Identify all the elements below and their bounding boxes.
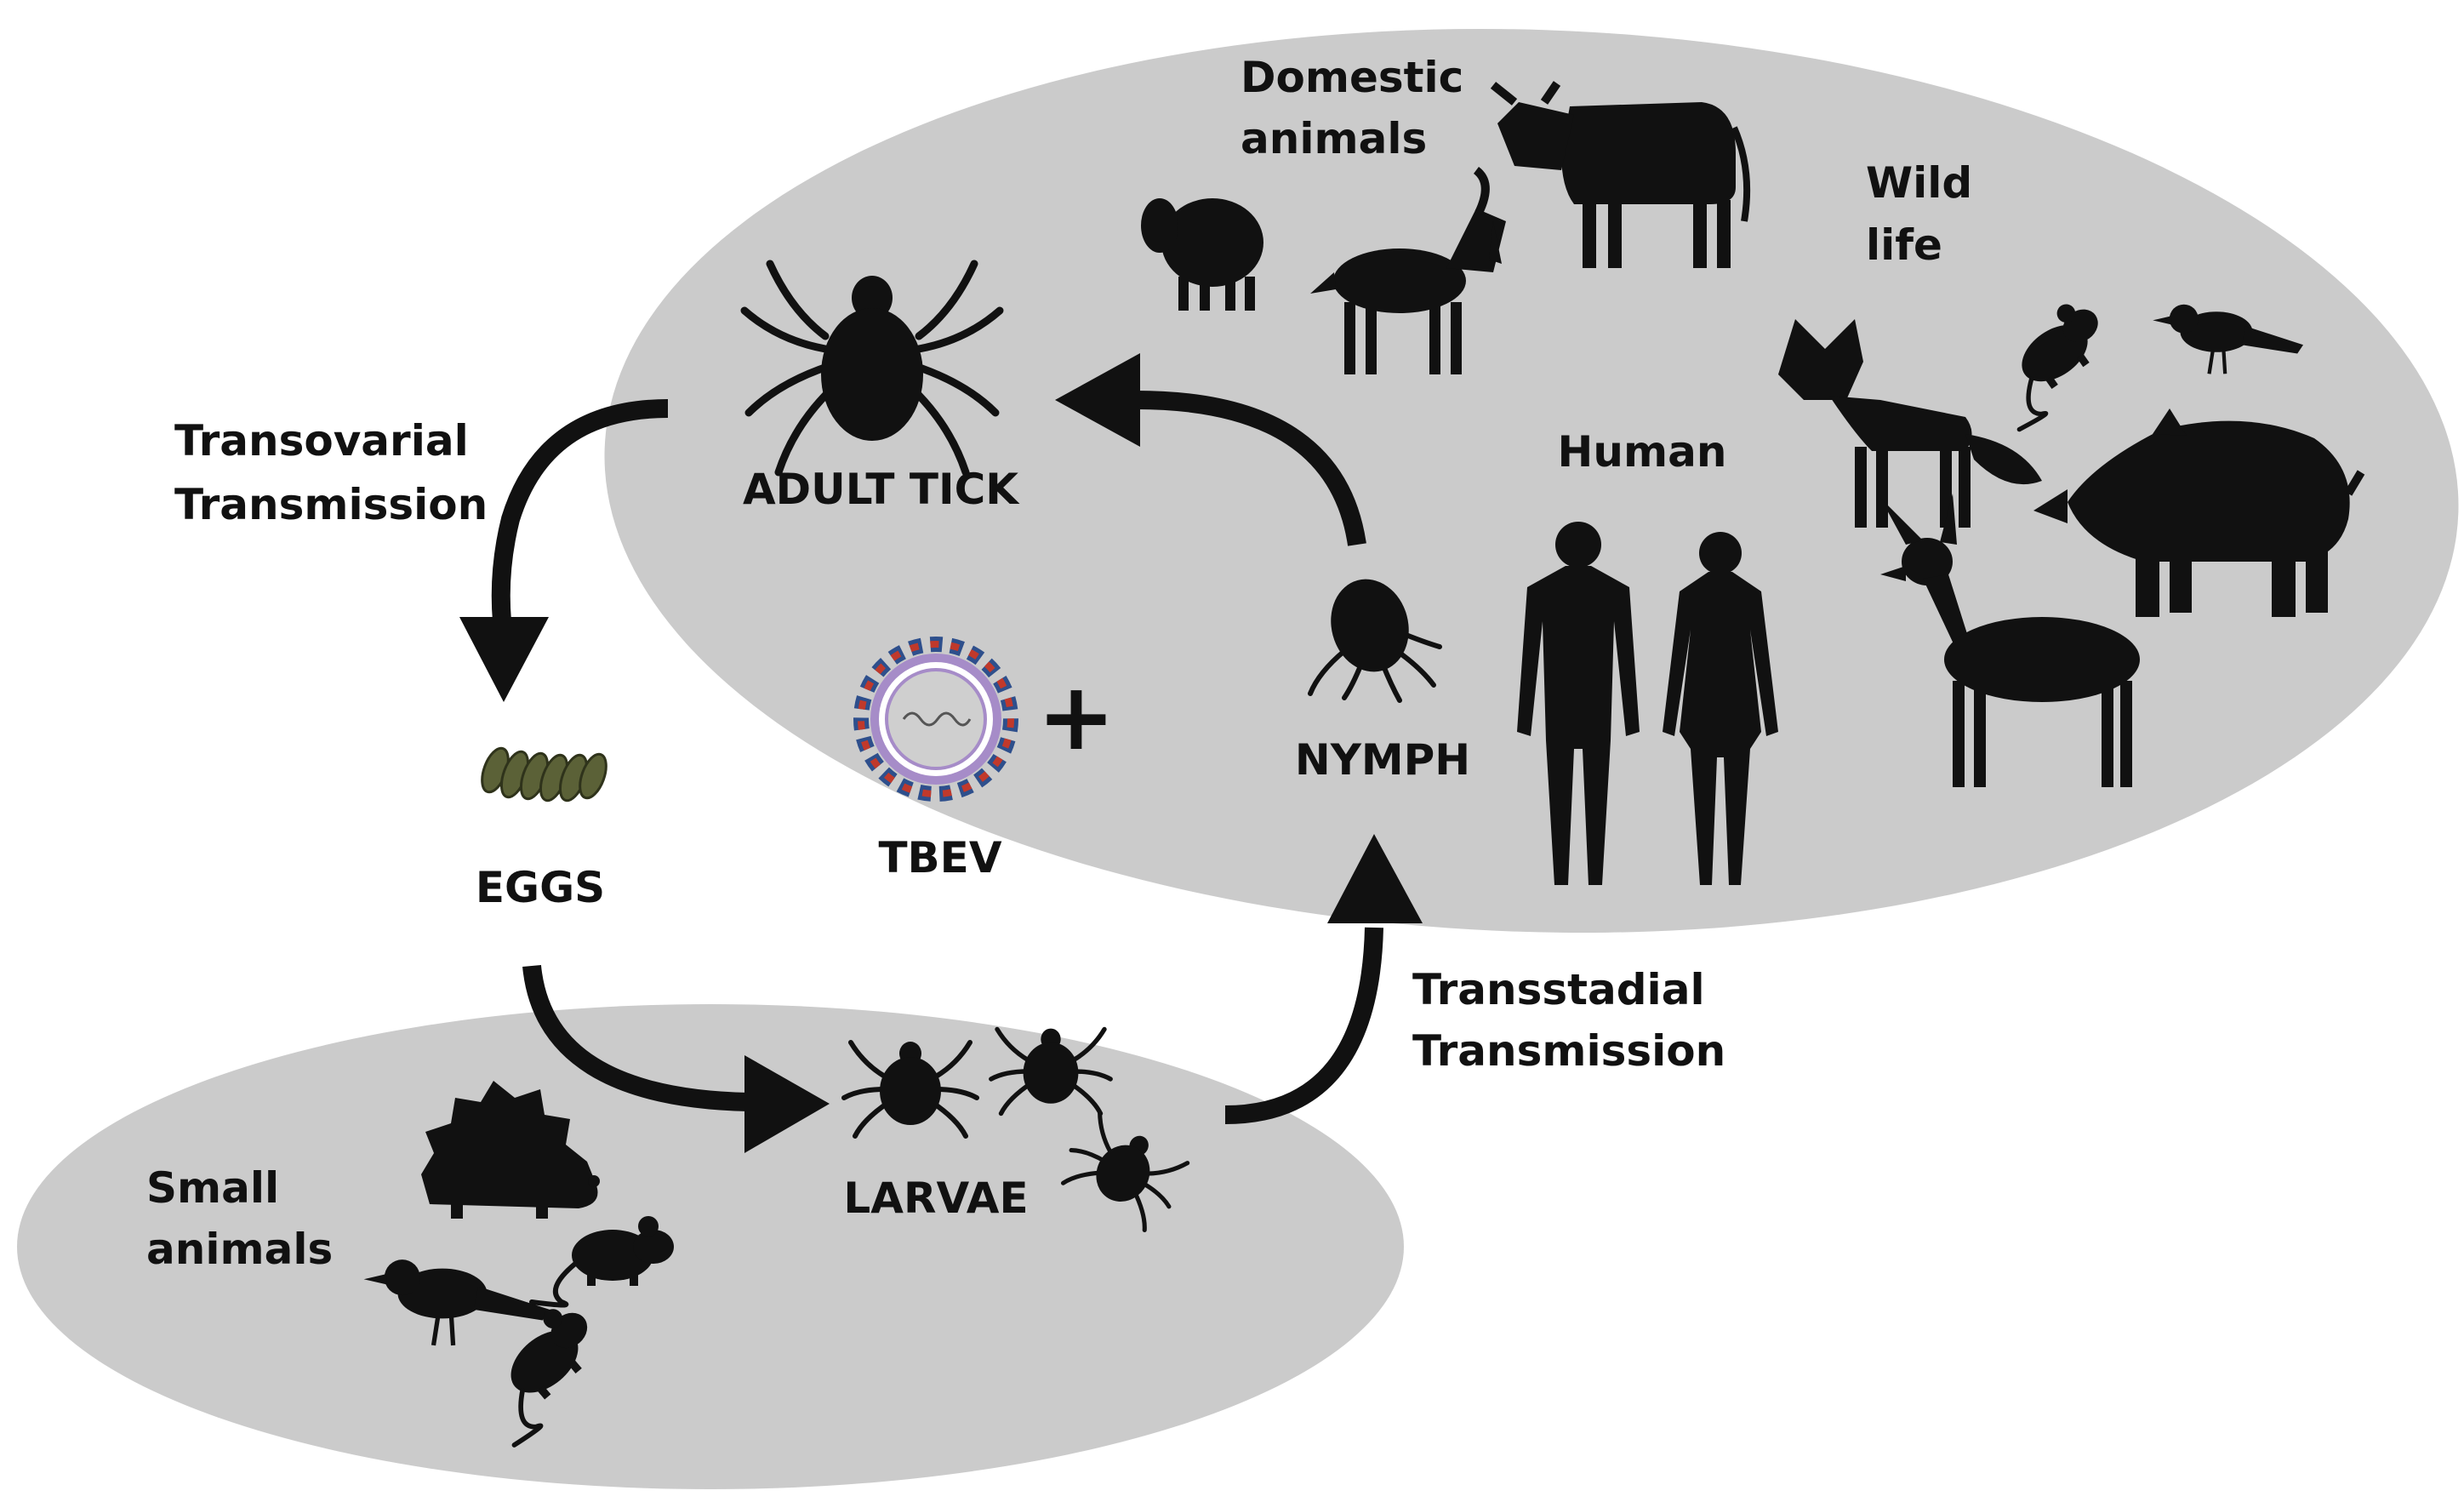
label-wild-line1: Wild xyxy=(1866,158,1972,208)
label-tbev: TBEV xyxy=(878,833,1001,882)
arrow-adult-to-eggs xyxy=(459,399,669,702)
plus-sign: + xyxy=(1037,662,1115,771)
hedgehog-icon xyxy=(421,1081,600,1219)
human-male-icon xyxy=(1517,522,1640,885)
label-transstadial-line2: Transmission xyxy=(1412,1026,1725,1076)
fox-icon xyxy=(1778,319,2042,528)
label-transovarial-line2: Transmission xyxy=(174,480,488,529)
goat-icon xyxy=(1310,167,1506,374)
label-transovarial: Transovarial Transmission xyxy=(174,416,488,529)
eggs-icon xyxy=(481,746,607,802)
tbev-virus-icon xyxy=(853,637,1018,802)
human-female-icon xyxy=(1663,532,1778,885)
sheep-icon xyxy=(1141,198,1263,311)
label-adult-tick: ADULT TICK xyxy=(743,465,1020,514)
label-transstadial-line1: Transstadial xyxy=(1412,965,1705,1014)
boar-icon xyxy=(2033,408,2365,617)
label-wild-line2: life xyxy=(1866,220,1942,270)
label-domestic-line1: Domestic xyxy=(1241,53,1463,102)
label-transstadial: Transstadial Transmission xyxy=(1412,965,1725,1076)
nymph-icon xyxy=(1308,579,1442,703)
host-ellipse-large xyxy=(604,28,2459,934)
arrow-eggs-to-larvae xyxy=(522,964,830,1153)
label-wild-life: Wild life xyxy=(1866,158,1988,270)
arrow-larvae-to-nymph xyxy=(1224,834,1423,1124)
label-domestic-line2: animals xyxy=(1241,114,1427,163)
label-small-line2: animals xyxy=(146,1225,333,1274)
label-transovarial-line1: Transovarial xyxy=(174,416,469,465)
host-ellipse-small xyxy=(17,1004,1404,1489)
label-human: Human xyxy=(1558,427,1727,477)
arrow-nymph-to-adult xyxy=(1055,353,1366,546)
label-nymph: NYMPH xyxy=(1295,735,1470,785)
label-larvae: LARVAE xyxy=(843,1174,1028,1223)
deer-icon xyxy=(1880,494,2140,787)
label-small-line1: Small xyxy=(146,1163,279,1213)
label-eggs: EGGS xyxy=(476,863,605,912)
label-small-animals: Small animals xyxy=(146,1163,333,1274)
cow-icon xyxy=(1490,81,1751,268)
label-domestic-animals: Domestic animals xyxy=(1241,53,1479,163)
